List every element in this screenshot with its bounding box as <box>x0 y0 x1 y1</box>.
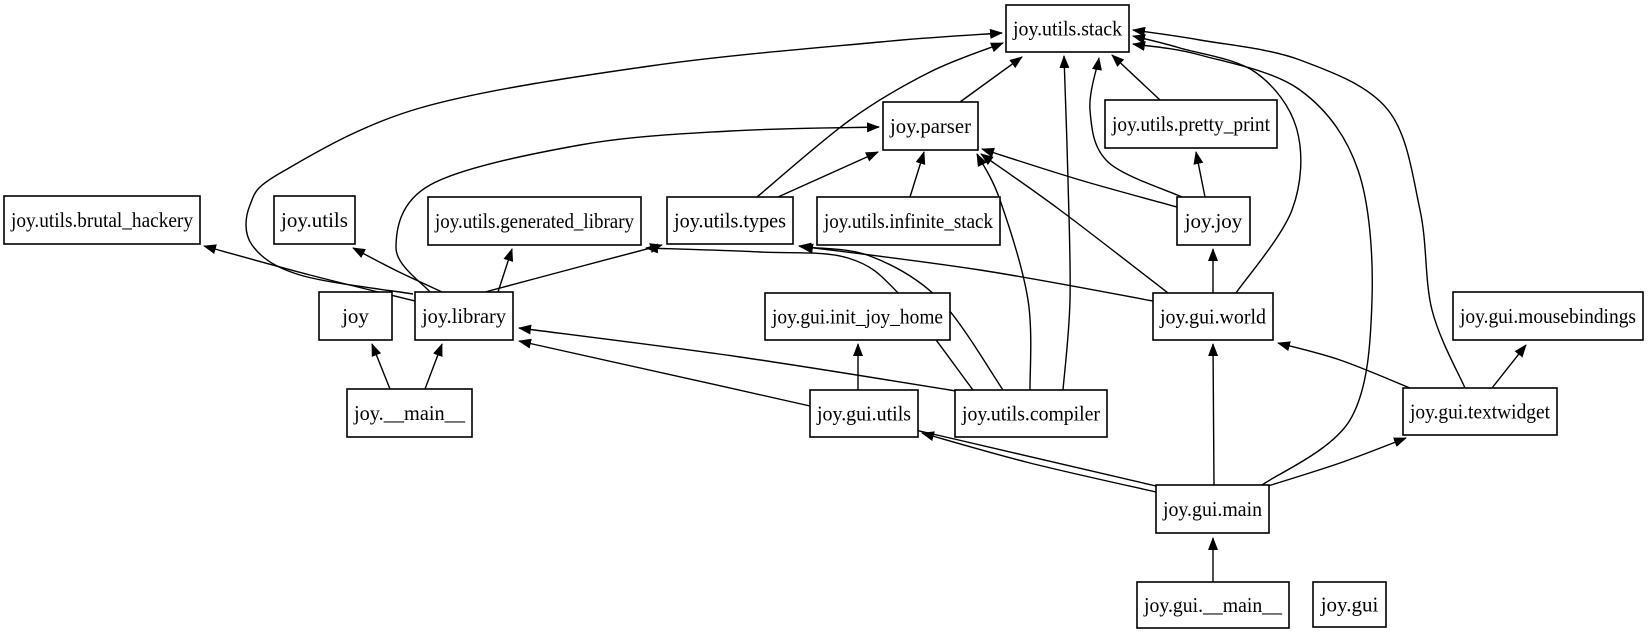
node-label-joy-gui: joy.gui <box>1320 593 1379 617</box>
node-joy: joy <box>318 291 393 341</box>
edge-joy-joy-to-joy-utils-stack <box>1089 57 1183 198</box>
node-box-joy <box>318 291 393 341</box>
node-box-joy-utils-infinite-stack <box>816 196 1001 246</box>
node-label-joy-gui-main-module: joy.gui.__main__ <box>1143 593 1282 617</box>
edge-joy-utils-infinite-stack-to-joy-parser <box>909 151 926 198</box>
node-box-joy-utils-types <box>666 196 794 245</box>
edge-joy-utils-compiler-to-joy-utils-stack <box>1059 55 1071 391</box>
node-box-joy-utils-compiler <box>954 389 1108 438</box>
edge-joy-library-to-joy-utils-stack <box>245 28 1003 295</box>
node-label-joy-gui-init-joy-home: joy.gui.init_joy_home <box>771 305 943 329</box>
node-label-joy-gui-utils: joy.gui.utils <box>816 402 911 426</box>
edge-joy-utils-types-to-joy-parser <box>777 151 879 198</box>
node-label-joy-utils-generated-library: joy.utils.generated_library <box>434 209 634 233</box>
edge-joy-gui-main-to-joy-gui-world <box>1208 343 1219 486</box>
node-box-joy-utils-pretty-print <box>1104 99 1278 149</box>
edge-joy-joy-to-joy-parser <box>981 147 1178 208</box>
edge-joy-utils-pretty-print-to-joy-utils-stack <box>1111 54 1161 101</box>
node-label-joy-parser: joy.parser <box>889 114 971 138</box>
node-joy-utils-brutal-hackery: joy.utils.brutal_hackery <box>3 195 201 245</box>
edge-joy-utils-compiler-to-joy-parser <box>976 153 1032 391</box>
edge-joy-library-to-joy-utils-generated-library <box>497 248 514 293</box>
edge-joy-library-to-joy-utils-types <box>484 243 663 293</box>
node-box-joy-utils-brutal-hackery <box>3 195 201 245</box>
node-box-joy-gui-mousebindings <box>1452 291 1644 341</box>
node-box-joy-gui-textwidget <box>1402 387 1558 436</box>
node-box-joy-gui <box>1312 581 1387 628</box>
node-joy-utils-compiler: joy.utils.compiler <box>954 389 1108 438</box>
node-label-joy-gui-mousebindings: joy.gui.mousebindings <box>1459 304 1636 328</box>
nodes-layer: joy.utils.stack joy.parser joy.utils.prett… <box>3 4 1644 629</box>
node-joy-library: joy.library <box>414 291 514 341</box>
edge-joy-library-to-joy-utils <box>352 247 443 293</box>
node-label-joy-gui-main: joy.gui.main <box>1162 497 1262 521</box>
node-joy-gui-utils: joy.gui.utils <box>809 389 919 438</box>
edge-joy-main-module-to-joy <box>371 343 391 390</box>
edge-joy-utils-types-to-joy-utils-stack <box>756 42 1004 198</box>
node-joy-gui-world: joy.gui.world <box>1152 292 1274 341</box>
node-label-joy-gui-textwidget: joy.gui.textwidget <box>1409 400 1550 424</box>
node-joy-utils-types: joy.utils.types <box>666 196 794 245</box>
node-label-joy-gui-world: joy.gui.world <box>1159 305 1266 329</box>
node-label-joy: joy <box>341 304 369 328</box>
edge-joy-main-module-to-joy-library <box>424 343 443 390</box>
node-label-joy-utils: joy.utils <box>280 208 348 232</box>
node-joy-utils-stack: joy.utils.stack <box>1005 4 1130 53</box>
edge-joy-joy-to-joy-utils-pretty-print <box>1193 151 1206 198</box>
edges-layer <box>203 26 1527 582</box>
edge-joy-gui-world-to-joy-utils-types <box>798 242 1154 302</box>
node-joy-gui-textwidget: joy.gui.textwidget <box>1402 387 1558 436</box>
edge-joy-gui-world-to-joy-parser <box>980 153 1169 294</box>
edge-joy-gui-main-to-joy-utils-stack <box>1132 41 1373 486</box>
node-joy-utils-generated-library: joy.utils.generated_library <box>427 196 642 246</box>
node-box-joy-gui-world <box>1152 292 1274 341</box>
node-label-joy-utils-brutal-hackery: joy.utils.brutal_hackery <box>10 208 193 232</box>
node-joy-utils-infinite-stack: joy.utils.infinite_stack <box>816 196 1001 246</box>
node-box-joy-parser <box>882 101 979 151</box>
node-box-joy-utils <box>273 195 356 245</box>
edge-joy-gui-main-to-joy-gui-textwidget <box>1267 437 1407 487</box>
node-joy-utils-pretty-print: joy.utils.pretty_print <box>1104 99 1278 149</box>
node-joy-utils: joy.utils <box>273 195 356 245</box>
edge-joy-gui-textwidget-to-joy-gui-mousebindings <box>1491 344 1527 389</box>
node-box-joy-gui-main <box>1155 484 1270 534</box>
node-joy-gui: joy.gui <box>1312 581 1387 628</box>
edge-joy-library-to-joy-parser <box>395 122 880 293</box>
node-label-joy-library: joy.library <box>421 304 506 328</box>
node-label-joy-utils-types: joy.utils.types <box>673 209 786 233</box>
node-label-joy-joy: joy.joy <box>1184 209 1243 233</box>
node-joy-parser: joy.parser <box>882 101 979 151</box>
node-box-joy-main-module <box>346 388 473 438</box>
node-box-joy-gui-utils <box>809 389 919 438</box>
node-label-joy-main-module: joy.__main__ <box>353 401 465 425</box>
node-box-joy-gui-init-joy-home <box>764 292 951 341</box>
edge-joy-utils-compiler-to-joy-library <box>518 324 957 392</box>
node-joy-gui-main: joy.gui.main <box>1155 484 1270 534</box>
node-label-joy-utils-pretty-print: joy.utils.pretty_print <box>1111 112 1270 136</box>
edge-joy-gui-main-to-joy-gui-utils <box>921 431 1157 493</box>
edge-joy-gui-world-to-joy-utils-stack <box>1132 34 1302 294</box>
node-joy-main-module: joy.__main__ <box>346 388 473 438</box>
edge-joy-gui-textwidget-to-joy-utils-stack <box>1132 26 1466 389</box>
node-label-joy-utils-infinite-stack: joy.utils.infinite_stack <box>823 209 993 233</box>
edge-joy-parser-to-joy-utils-stack <box>959 56 1023 103</box>
edge-joy-gui-textwidget-to-joy-gui-world <box>1277 341 1411 389</box>
node-box-joy-joy <box>1176 196 1251 246</box>
node-joy-gui-main-module: joy.gui.__main__ <box>1136 581 1290 629</box>
edge-joy-utils-compiler-to-joy-utils-types <box>800 243 1004 391</box>
node-label-joy-utils-stack: joy.utils.stack <box>1012 17 1122 41</box>
node-box-joy-library <box>414 291 514 341</box>
node-joy-gui-mousebindings: joy.gui.mousebindings <box>1452 291 1644 341</box>
node-box-joy-gui-main-module <box>1136 581 1290 629</box>
node-joy-joy: joy.joy <box>1176 196 1251 246</box>
node-box-joy-utils-generated-library <box>427 196 642 246</box>
node-joy-gui-init-joy-home: joy.gui.init_joy_home <box>764 292 951 341</box>
node-box-joy-utils-stack <box>1005 4 1130 53</box>
node-label-joy-utils-compiler: joy.utils.compiler <box>961 402 1100 426</box>
